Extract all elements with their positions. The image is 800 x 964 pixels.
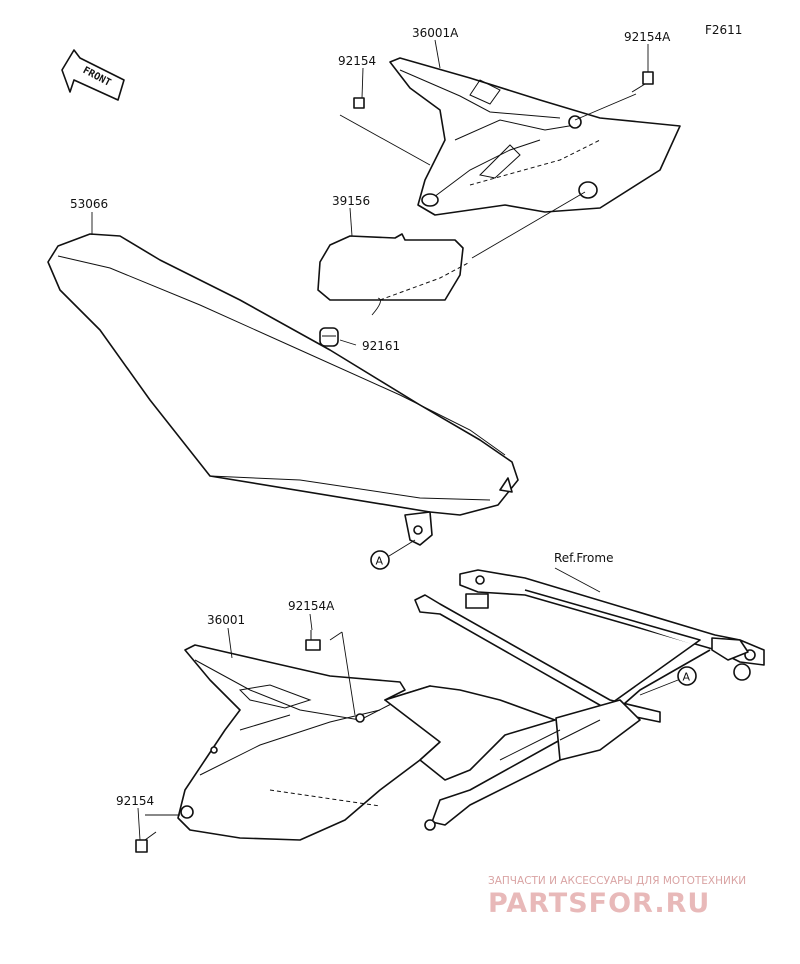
callout-92154a-top: 92154A [624,30,671,44]
callout-36001: 36001 [207,613,245,627]
callout-92154a-bottom: 92154A [288,599,335,613]
callout-leaders [91,39,649,841]
watermark-tagline: ЗАПЧАСТИ И АКСЕССУАРЫ ДЛЯ МОТОТЕХНИКИ [488,875,746,887]
svg-text:A: A [376,555,384,568]
plate-leader [471,191,586,259]
callout-92161: 92161 [362,339,400,353]
side-cover-left [177,644,556,841]
callout-39156: 39156 [332,194,370,208]
bolt-top-left [339,97,431,166]
callout-ref-frame: Ref.Frome [554,551,613,565]
ref-a-frame: A [639,666,697,696]
side-cover-right [389,57,681,216]
callout-92154-top: 92154 [338,54,376,68]
label-plate [317,233,471,301]
svg-text:A: A [683,671,691,684]
watermark: ЗАПЧАСТИ И АКСЕССУАРЫ ДЛЯ МОТОТЕХНИКИ PA… [488,875,746,919]
watermark-brand: PARTSFOR.RU [488,888,710,919]
callout-92154-bottom: 92154 [116,794,154,808]
callout-53066: 53066 [70,197,108,211]
bolt-bottom-a [305,630,356,716]
callout-36001a: 36001A [412,26,459,40]
seat [47,233,519,546]
grommet [319,297,381,347]
front-arrow-icon: FRONT [61,49,125,101]
bolt-top-right [574,71,654,121]
ref-a-seat: A [370,539,416,570]
ref-frame [414,567,765,831]
bolt-bottom-b [135,814,180,853]
figure-code: F2611 [705,23,742,37]
